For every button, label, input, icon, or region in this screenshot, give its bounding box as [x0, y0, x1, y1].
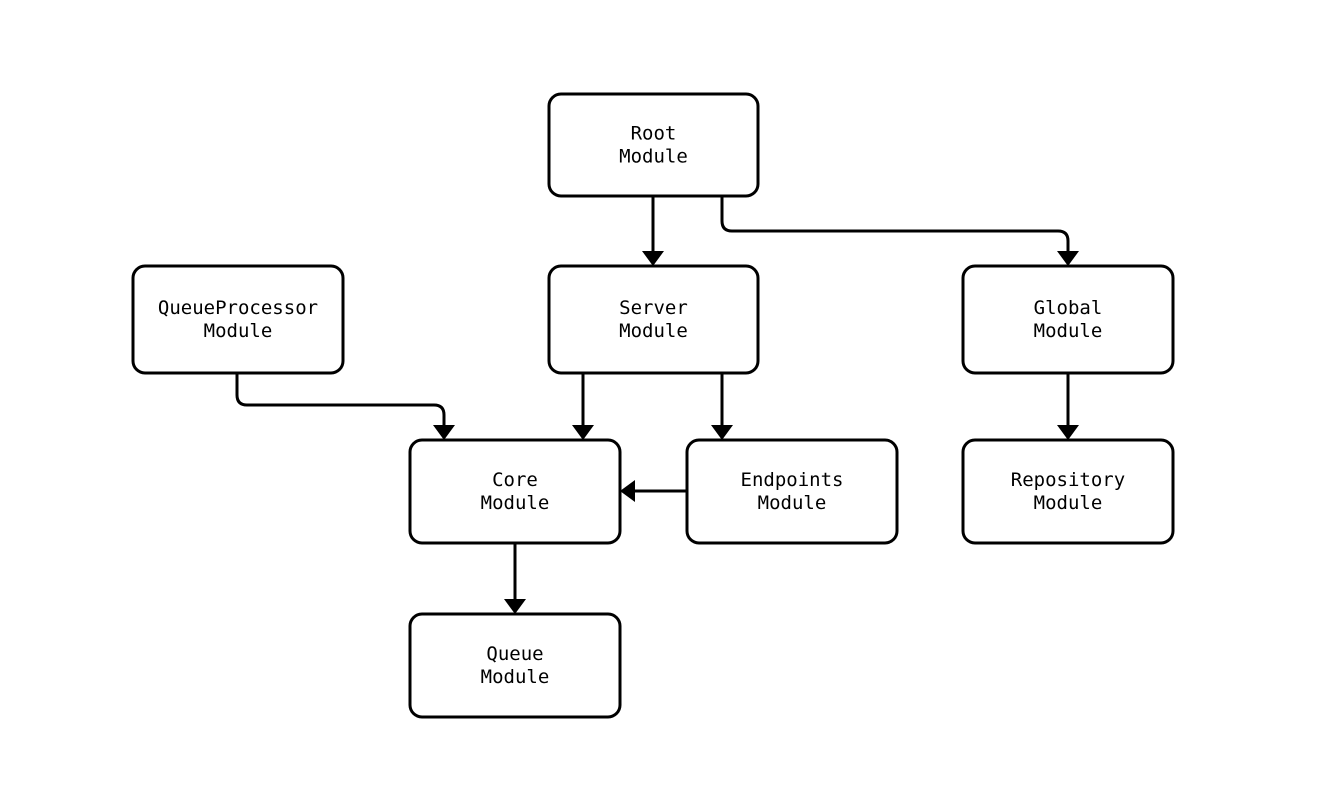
- node-box[interactable]: [685, 438, 899, 545]
- edge-queueprocessor-to-core: [235, 373, 455, 440]
- edge-endpoints-to-core: [620, 480, 687, 502]
- node-label-line1: Repository: [1011, 469, 1125, 491]
- edge-global-to-repository: [1057, 373, 1079, 440]
- node-label-line2: Module: [619, 320, 688, 342]
- node-box[interactable]: [961, 438, 1175, 545]
- node-label-line2: Module: [1034, 320, 1103, 342]
- arrow-head-icon: [572, 425, 594, 440]
- node-label-line1: Queue: [486, 643, 543, 665]
- arrow-head-icon: [1057, 425, 1079, 440]
- arrow-head-icon: [711, 425, 733, 440]
- node-box[interactable]: [408, 612, 622, 719]
- node-label-line1: Global: [1034, 297, 1103, 319]
- node-label-line2: Module: [619, 146, 688, 168]
- node-label-line2: Module: [481, 492, 550, 514]
- node-box[interactable]: [547, 264, 760, 375]
- edge-line: [235, 373, 446, 426]
- node-label-line2: Module: [758, 492, 827, 514]
- edge-server-to-endpoints: [711, 373, 733, 440]
- node-label-line2: Module: [1034, 492, 1103, 514]
- edge-root-to-global: [720, 196, 1079, 266]
- edge-server-to-core: [572, 373, 594, 440]
- node-box[interactable]: [961, 264, 1175, 375]
- node-label-line1: QueueProcessor: [158, 297, 318, 319]
- node-label-line2: Module: [481, 666, 550, 688]
- arrow-head-icon: [433, 425, 455, 440]
- node-label-line1: Server: [619, 297, 688, 319]
- node-label-line1: Core: [492, 469, 538, 491]
- node-box[interactable]: [131, 264, 345, 375]
- arrow-head-icon: [620, 480, 635, 502]
- edges-layer: [235, 196, 1079, 614]
- edge-core-to-queue: [504, 543, 526, 614]
- node-label-line1: Endpoints: [741, 469, 844, 491]
- node-box[interactable]: [547, 92, 760, 198]
- arrow-head-icon: [1057, 251, 1079, 266]
- edge-root-to-server: [642, 196, 664, 266]
- edge-line: [720, 196, 1070, 252]
- node-label-line2: Module: [204, 320, 273, 342]
- arrow-head-icon: [642, 251, 664, 266]
- nodes-layer: RootModuleQueueProcessorModuleServerModu…: [131, 92, 1175, 719]
- node-box[interactable]: [408, 438, 622, 545]
- node-label-line1: Root: [631, 123, 677, 145]
- arrow-head-icon: [504, 599, 526, 614]
